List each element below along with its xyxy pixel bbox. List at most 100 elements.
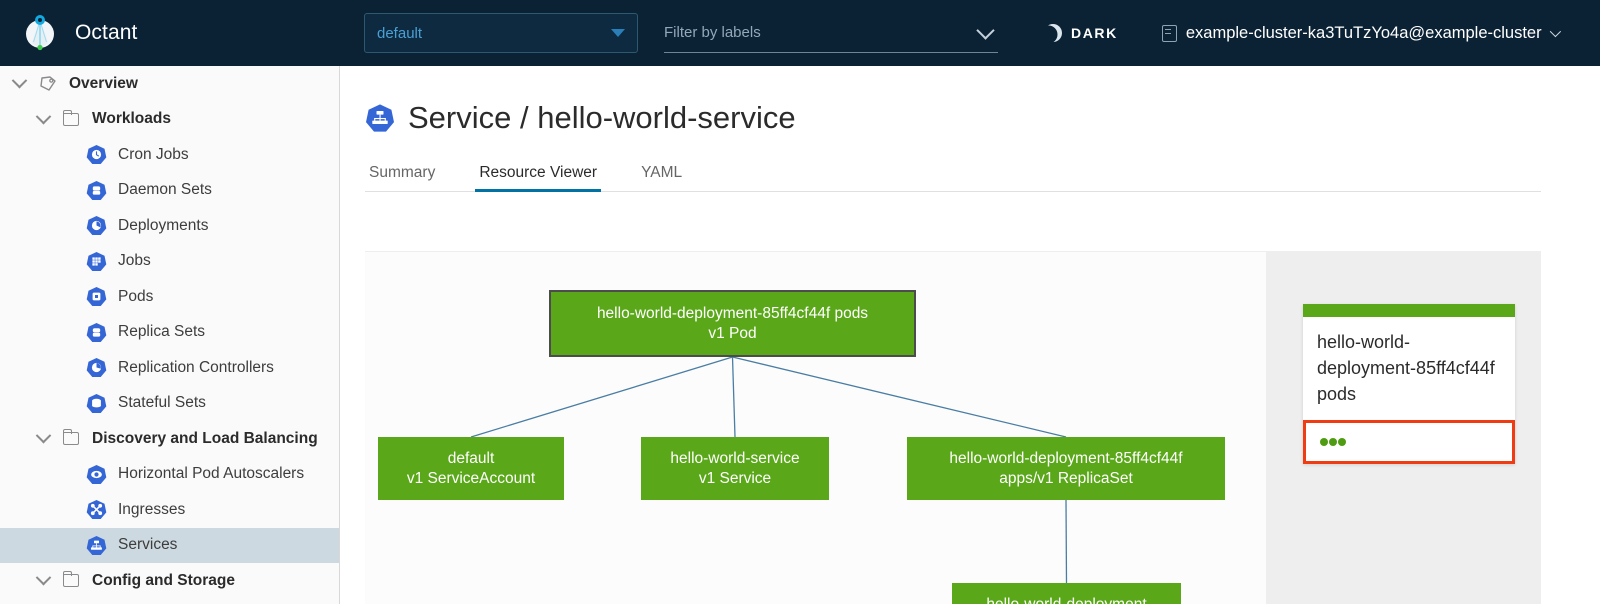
sidebar-item-deployments[interactable]: Deployments <box>0 208 339 244</box>
namespace-selector[interactable]: default <box>364 13 638 53</box>
tab-resource-viewer[interactable]: Resource Viewer <box>475 164 601 192</box>
card-status-row[interactable] <box>1303 420 1515 464</box>
ingress-icon <box>86 499 107 520</box>
job-icon <box>86 251 107 272</box>
content-tabs: Summary Resource Viewer YAML <box>365 158 1541 192</box>
sidebar-item-workloads[interactable]: Workloads <box>0 102 339 138</box>
graph-node-name: hello-world-deployment <box>986 595 1147 604</box>
chevron-down-icon[interactable] <box>976 21 995 40</box>
graph-edge-pod-to-replicaset <box>732 356 1067 438</box>
chevron-down-icon[interactable] <box>35 428 52 444</box>
sidebar-item-cron-jobs[interactable]: Cron Jobs <box>0 137 339 173</box>
label-filter-placeholder: Filter by labels <box>664 24 761 41</box>
folder-icon <box>62 571 79 588</box>
graph-node-pod[interactable]: hello-world-deployment-85ff4cf44f pods v1… <box>549 290 916 357</box>
graph-node-name: hello-world-deployment-85ff4cf44f <box>949 449 1183 467</box>
overview-icon <box>39 76 58 92</box>
cluster-name: example-cluster-ka3TuTzYo4a@example-clus… <box>1185 23 1542 42</box>
daemonset-icon <box>86 180 107 201</box>
sidebar-item-label: Stateful Sets <box>118 394 206 412</box>
page-title: Service / hello-world-service <box>365 100 1600 136</box>
sidebar-item-label: Deployments <box>118 216 209 234</box>
replicaset-icon <box>86 322 107 343</box>
graph-node-service[interactable]: hello-world-service v1 Service <box>641 437 829 500</box>
sidebar-item-label: Cron Jobs <box>118 145 189 163</box>
sidebar-item-label: Horizontal Pod Autoscalers <box>118 465 305 483</box>
sidebar-item-label: Discovery and Load Balancing <box>92 429 318 447</box>
status-dot[interactable] <box>1320 438 1328 446</box>
sidebar-item-jobs[interactable]: Jobs <box>0 244 339 280</box>
sidebar-item-config-and-storage[interactable]: Config and Storage <box>0 563 339 599</box>
sidebar-item-replication-controllers[interactable]: Replication Controllers <box>0 350 339 386</box>
status-dot[interactable] <box>1329 438 1337 446</box>
hpa-icon <box>86 464 107 485</box>
status-dots <box>1320 438 1346 446</box>
pod-icon <box>86 286 107 307</box>
graph-node-name: hello-world-deployment-85ff4cf44f pods <box>596 304 869 322</box>
folder-icon <box>62 429 79 446</box>
dark-mode-toggle[interactable]: DARK <box>1044 24 1118 42</box>
resource-graph: hello-world-deployment-85ff4cf44f pods v1… <box>365 252 1266 604</box>
graph-node-kind: v1 Service <box>698 469 772 487</box>
sidebar-item-label: Overview <box>69 74 138 92</box>
sidebar-item-label: Workloads <box>92 110 171 128</box>
sidebar-item-overview[interactable]: Overview <box>0 66 339 102</box>
graph-node-name: hello-world-service <box>670 449 800 467</box>
cronjob-icon <box>86 144 107 165</box>
sidebar-item-label: Ingresses <box>118 500 186 518</box>
graph-node-name: default <box>447 449 495 467</box>
chevron-down-icon[interactable] <box>35 570 52 586</box>
brand: Octant <box>0 0 340 66</box>
tab-summary[interactable]: Summary <box>369 164 436 181</box>
graph-node-sa[interactable]: default v1 ServiceAccount <box>378 437 564 500</box>
sidebar-item-stateful-sets[interactable]: Stateful Sets <box>0 386 339 422</box>
sidebar-item-label: Replica Sets <box>118 323 206 341</box>
octant-logo-icon <box>18 11 62 55</box>
main-content: Service / hello-world-service Summary Res… <box>341 66 1600 604</box>
statefulset-icon <box>86 393 107 414</box>
sidebar-item-label: Services <box>118 536 178 554</box>
resource-viewer: hello-world-deployment-85ff4cf44f pods v1… <box>365 251 1541 604</box>
label-filter-input[interactable]: Filter by labels <box>664 13 998 53</box>
graph-edge-pod-to-sa <box>470 356 733 438</box>
resource-detail-card[interactable]: hello-world-deployment-85ff4cf44f pods <box>1303 304 1515 464</box>
sidebar-item-pods[interactable]: Pods <box>0 279 339 315</box>
status-dot[interactable] <box>1338 438 1346 446</box>
tab-yaml[interactable]: YAML <box>641 164 683 181</box>
card-title: hello-world-deployment-85ff4cf44f pods <box>1317 332 1495 404</box>
chevron-down-icon <box>611 29 625 37</box>
moon-icon <box>1044 24 1062 42</box>
sidebar-item-services[interactable]: Services <box>0 527 339 563</box>
sidebar-item-label: Jobs <box>118 252 151 270</box>
chevron-down-icon[interactable] <box>11 73 28 89</box>
page-title-text: Service / hello-world-service <box>408 100 796 135</box>
chevron-down-icon[interactable] <box>35 108 52 125</box>
sidebar-item-horizontal-pod-autoscalers[interactable]: Horizontal Pod Autoscalers <box>0 457 339 493</box>
sidebar-item-label: Pods <box>118 287 154 305</box>
graph-node-replicaset[interactable]: hello-world-deployment-85ff4cf44f apps/v1… <box>907 437 1225 500</box>
graph-node-kind: apps/v1 ReplicaSet <box>999 469 1133 487</box>
sidebar-item-daemon-sets[interactable]: Daemon Sets <box>0 173 339 209</box>
namespace-value: default <box>377 24 423 42</box>
sidebar-item-discovery-and-load-balancing[interactable]: Discovery and Load Balancing <box>0 421 339 457</box>
sidebar-item-label: Daemon Sets <box>118 181 212 199</box>
cluster-selector[interactable]: example-cluster-ka3TuTzYo4a@example-clus… <box>1161 23 1561 43</box>
graph-edge-pod-to-service <box>731 356 736 438</box>
graph-node-kind: v1 ServiceAccount <box>406 469 536 487</box>
sidebar-item-ingresses[interactable]: Ingresses <box>0 492 339 528</box>
kubernetes-service-icon <box>365 103 395 133</box>
sidebar-item-label: Config and Storage <box>92 571 235 589</box>
service-icon <box>86 535 107 556</box>
sidebar-item-label: Replication Controllers <box>118 358 274 376</box>
resource-detail-pane: hello-world-deployment-85ff4cf44f pods <box>1266 252 1541 604</box>
brand-name: Octant <box>75 21 138 44</box>
graph-node-kind: v1 Pod <box>708 324 757 342</box>
chevron-down-icon <box>1549 25 1561 38</box>
dark-mode-label: DARK <box>1071 25 1118 41</box>
app-header: Octant default Filter by labels DARK exa… <box>0 0 1600 66</box>
graph-edge-replicaset-to-deployment <box>1065 499 1068 584</box>
sidebar-item-replica-sets[interactable]: Replica Sets <box>0 315 339 351</box>
card-status-accent-bar <box>1303 304 1515 317</box>
graph-node-deployment[interactable]: hello-world-deploymentapps/v1 Deployment <box>952 583 1181 604</box>
